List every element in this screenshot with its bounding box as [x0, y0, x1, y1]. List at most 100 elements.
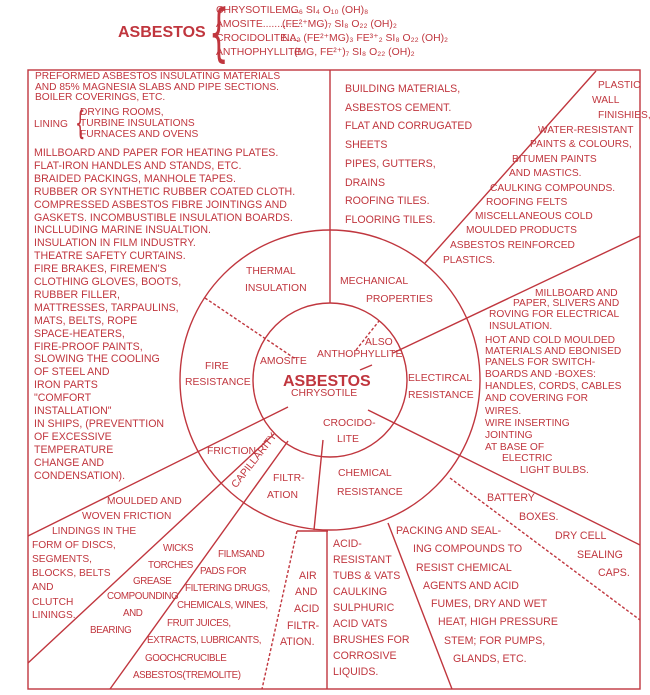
uses-thermal-fire-line: "COMFORT [34, 392, 92, 405]
divider-battery-packing [449, 477, 641, 621]
uses-thermal-fire-line: FIRE BRAKES, FIREMEN'S [34, 263, 167, 276]
property-chemical-line: CHEMICAL [338, 468, 392, 479]
uses-electrical-line: BOARDS AND -BOXES: [485, 369, 596, 380]
center-also: ALSO [365, 337, 393, 348]
uses-electrical-line: WIRE INSERTING [485, 418, 570, 429]
center-anthophyllite: ANTHOPHYLLITE [317, 349, 403, 360]
uses-lining-item-line: TURBINE INSULATIONS [80, 118, 195, 129]
uses-packing-line: STEM; FOR PUMPS, [444, 635, 546, 647]
uses-battery-line: BATTERY [487, 492, 535, 504]
uses-electrical-line: HANDLES, CORDS, CABLES [485, 381, 622, 392]
uses-battery-line: CAPS. [598, 567, 630, 579]
uses-packing-line: HEAT, HIGH PRESSURE [438, 616, 558, 628]
uses-wicks-line: AND [123, 608, 143, 619]
uses-thermal-fire-line: CLOTHING GLOVES, BOOTS, [34, 276, 182, 288]
uses-air-line: ATION. [280, 636, 315, 648]
mineral-formula: (Fe²⁺Mg)₇ Si₈ O₂₂ (OH)₂ [282, 19, 397, 30]
uses-packing-line: RESIST CHEMICAL [416, 562, 512, 574]
divider-filtration-chemical [313, 439, 324, 531]
center-crocidolite-line: CROCIDO- [323, 418, 376, 429]
uses-filtering-line: ASBESTOS(TREMOLITE) [133, 670, 241, 681]
uses-thermal-fire-line: FIRE-PROOF PAINTS, [34, 340, 143, 353]
uses-air-line: AIR [299, 570, 317, 582]
uses-friction-line: SEGMENTS, [32, 554, 93, 565]
uses-acid-line: TUBS & VATS [333, 570, 401, 582]
uses-thermal-fire-line: CHANGE AND [34, 456, 105, 469]
mineral-name: CHRYSOTILE...... [216, 5, 300, 16]
uses-thermal-fire-line: RUBBER FILLER, [34, 288, 120, 301]
uses-acid-line: ACID- [333, 538, 362, 550]
header-brace: { [208, 0, 229, 69]
mineral-name: ANTHOPHYLLITE [216, 47, 302, 58]
uses-building-line: DRAINS [345, 176, 386, 189]
uses-building-line: BUILDING MATERIALS, [345, 83, 461, 95]
uses-wicks-line: GREASE [133, 576, 172, 587]
uses-friction-line: AND [32, 582, 54, 593]
uses-electrical-line: ELECTRIC [502, 453, 553, 464]
uses-battery-line: SEALING [577, 549, 623, 561]
property-thermal-line: INSULATION [245, 283, 307, 294]
uses-friction-line: WOVEN FRICTION [82, 511, 172, 522]
uses-electrical-line: JOINTING [485, 430, 533, 441]
uses-thermal-fire-line: SPACE-HEATERS, [34, 327, 125, 340]
uses-air-line: AND [295, 586, 318, 598]
mineral-formula: Na₂ (Fe²⁺Mg)₃ Fe³⁺₂ Si₈ O₂₂ (OH)₂ [282, 33, 449, 44]
uses-thermal-intro-line: BOILER COVERINGS, ETC. [35, 92, 166, 103]
uses-filtering-line: EXTRACTS, LUBRICANTS, [147, 635, 262, 646]
uses-building-line: SHEETS [345, 139, 388, 152]
lining-brace: { [75, 104, 86, 142]
uses-acid-line: CORROSIVE [333, 650, 397, 662]
uses-electrical-line: MILLBOARD AND [535, 288, 618, 299]
uses-wicks-line: BEARING [90, 625, 132, 636]
uses-thermal-fire-line: MATS, BELTS, ROPE [34, 314, 138, 327]
divider-building-plastics [424, 70, 597, 264]
mineral-formula: (Mg, Fe²⁺)₇ Si₈ O₂₂ (OH)₂ [294, 47, 415, 58]
uses-acid-line: LIQUIDS. [333, 666, 379, 678]
uses-plastics-line: AND MASTICS. [509, 168, 582, 179]
uses-battery-line: BOXES. [519, 511, 559, 523]
outer-frame [27, 69, 641, 690]
uses-electrical-line: MATERIALS AND EBONISED [485, 346, 622, 357]
uses-filtering-line: PADS FOR [200, 566, 247, 577]
mineral-name: CROCIDOLITE..... [216, 33, 302, 44]
uses-plastics-line: ASBESTOS REINFORCED [450, 240, 575, 251]
property-mechanical-line: PROPERTIES [366, 294, 433, 305]
property-mechanical-line: MECHANICAL [340, 276, 409, 287]
uses-building-line: ASBESTOS CEMENT. [345, 101, 452, 114]
uses-filtering-line: FILTERING DRUGS, [185, 583, 270, 594]
property-thermal-line: THERMAL [246, 266, 296, 277]
uses-thermal-fire-line: COMPRESSED ASBESTOS FIBRE JOINTINGS AND [34, 198, 287, 211]
uses-filtering-line: FILMSAND [218, 549, 265, 560]
uses-filtering-line: CHEMICALS, WINES, [177, 600, 268, 611]
uses-thermal-fire-line: OF EXCESSIVE [34, 430, 112, 443]
uses-plastics-line: BITUMEN PAINTS [512, 154, 597, 165]
uses-packing-line: PACKING AND SEAL- [396, 525, 502, 537]
uses-electrical-line: ROVING FOR ELECTRICAL [489, 309, 620, 320]
uses-friction-line: FORM OF DISCS, [32, 540, 116, 551]
uses-thermal-intro-line: PREFORMED ASBESTOS INSULATING MATERIALS [35, 71, 281, 82]
uses-building-line: PIPES, GUTTERS, [345, 157, 436, 170]
uses-thermal-intro-line: AND 85% MAGNESIA SLABS AND PIPE SECTIONS… [35, 81, 280, 93]
uses-plastics-line: MOULDED PRODUCTS [466, 225, 577, 236]
uses-friction-line: BLOCKS, BELTS [32, 568, 111, 579]
mineral-name: AMOSITE.............. [216, 19, 304, 30]
uses-packing-line: ING COMPOUNDS TO [413, 543, 523, 555]
uses-electrical-line: PANELS FOR SWITCH- [485, 357, 596, 368]
uses-thermal-fire-line: MILLBOARD AND PAPER FOR HEATING PLATES. [34, 147, 279, 159]
uses-building-line: ROOFING TILES. [345, 195, 430, 208]
uses-electrical-line: AT BASE OF [485, 442, 545, 453]
uses-electrical-line: PAPER, SLIVERS AND [513, 298, 620, 309]
uses-wicks-line: WICKS [163, 543, 194, 554]
divider-fire-friction [27, 406, 289, 537]
header-title: ASBESTOS [118, 24, 206, 41]
uses-wicks-line: TORCHES [148, 560, 193, 571]
property-electrical-line: RESISTANCE [408, 390, 474, 401]
uses-plastics-line: PLASTIC [598, 80, 641, 91]
divider-friction-capillarity [27, 433, 275, 664]
uses-plastics-line: ROOFING FELTS [486, 197, 568, 208]
uses-friction-line: LINDINGS IN THE [52, 526, 137, 537]
uses-electrical-line: INSULATION. [489, 321, 553, 332]
uses-electrical-line: HOT AND COLD MOULDED [485, 335, 616, 346]
uses-plastics-line: WATER-RESISTANT [538, 125, 634, 136]
